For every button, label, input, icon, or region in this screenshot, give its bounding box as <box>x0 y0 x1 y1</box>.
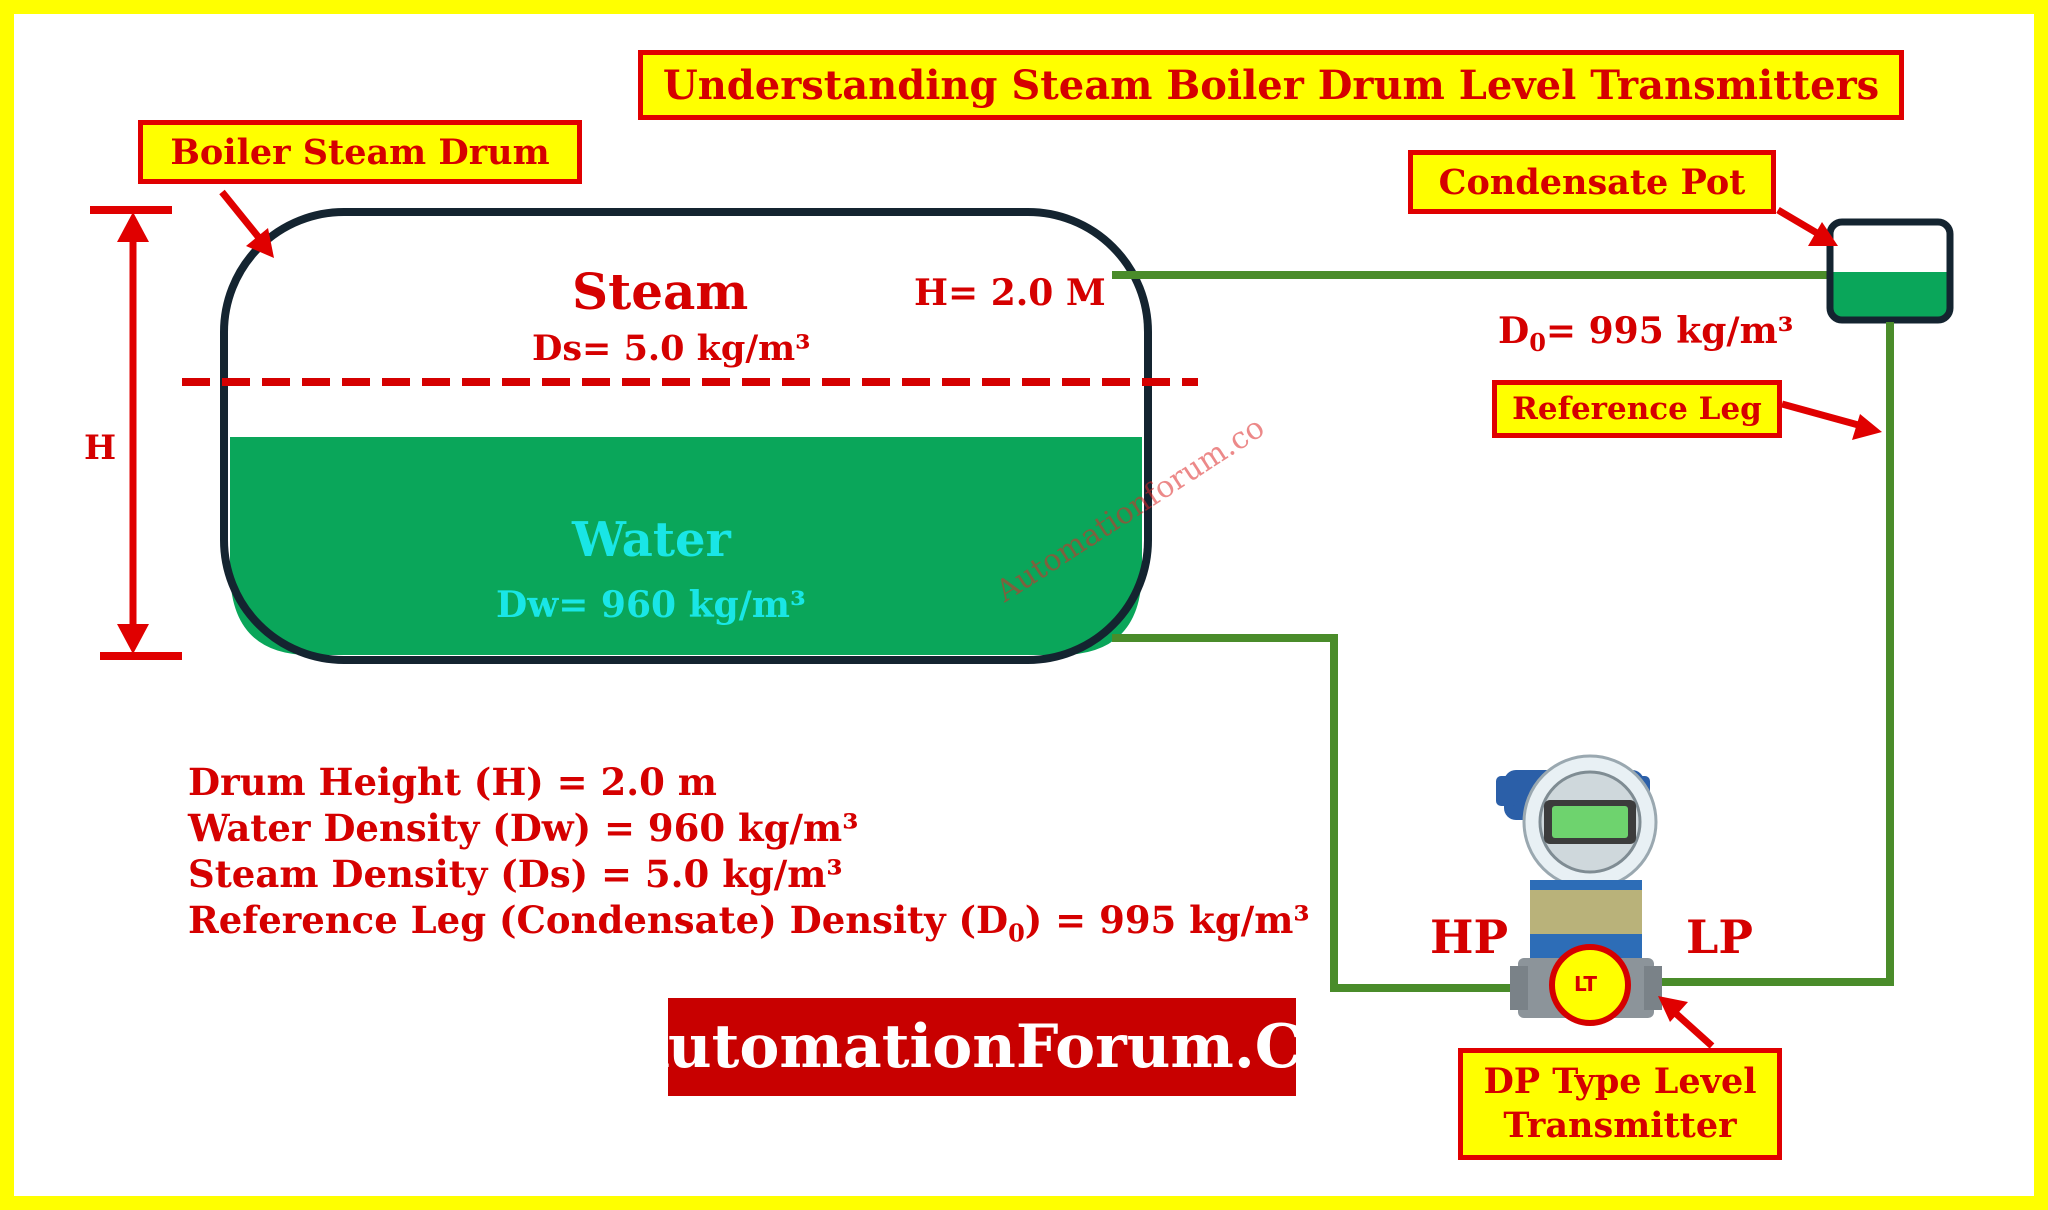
condensate-density-subscript: 0 <box>1529 328 1546 358</box>
lp-label: LP <box>1686 910 1753 964</box>
water-fill <box>230 437 1142 655</box>
height-axis-label: H <box>84 428 117 468</box>
reference-leg-label: Reference Leg <box>1492 380 1782 438</box>
reference-leg-text: Reference Leg <box>1512 391 1762 427</box>
water-density-label: Dw= 960 kg/m³ <box>496 584 806 626</box>
hp-pipe <box>1112 634 1540 992</box>
condensate-density-prefix: D <box>1498 310 1530 352</box>
spec-reference-density-prefix: Reference Leg (Condensate) Density (D <box>188 898 1009 942</box>
arrow-reference-leg <box>1781 400 1882 440</box>
water-label: Water <box>572 512 731 568</box>
drum-outline <box>220 208 1152 664</box>
drum-height-value: H= 2.0 M <box>914 272 1106 314</box>
arrow-boiler-drum <box>219 189 274 258</box>
height-arrow-down <box>117 624 149 654</box>
brand-banner: AutomationForum.Co <box>621 998 1343 1096</box>
height-arrow-up <box>117 212 149 242</box>
spec-reference-density-suffix: ) = 995 kg/m³ <box>1024 898 1310 942</box>
dp-transmitter-text-line1: DP Type Level <box>1483 1061 1757 1103</box>
reference-leg-pipe <box>1650 322 1894 986</box>
spec-reference-density-subscript: 0 <box>1008 918 1025 948</box>
page-title-text: Understanding Steam Boiler Drum Level Tr… <box>662 61 1880 109</box>
spec-reference-density: Reference Leg (Condensate) Density (D0) … <box>188 898 1310 947</box>
condensate-pot-text: Condensate Pot <box>1438 161 1746 203</box>
boiler-steam-drum-label: Boiler Steam Drum <box>138 120 582 184</box>
dp-transmitter-icon <box>1496 754 1662 1026</box>
page-title: Understanding Steam Boiler Drum Level Tr… <box>638 50 1904 120</box>
condensate-density-label: D0= 995 kg/m³ <box>1498 310 1793 357</box>
condensate-pot <box>1826 218 1954 324</box>
steam-density-label: Ds= 5.0 kg/m³ <box>532 328 811 369</box>
condensate-density-suffix: = 995 kg/m³ <box>1545 310 1794 352</box>
spec-water-density: Water Density (Dw) = 960 kg/m³ <box>188 806 859 850</box>
spec-steam-density: Steam Density (Ds) = 5.0 kg/m³ <box>188 852 843 896</box>
brand-text: AutomationForum.Co <box>621 1012 1343 1082</box>
condensate-pot-label: Condensate Pot <box>1408 150 1776 214</box>
steam-label: Steam <box>572 262 749 321</box>
arrow-condensate-pot <box>1776 206 1838 246</box>
condensate-fill <box>1832 272 1948 318</box>
lt-tag: LT <box>1574 972 1598 996</box>
dp-transmitter-text-line2: Transmitter <box>1503 1105 1737 1146</box>
boiler-steam-drum-text: Boiler Steam Drum <box>170 131 550 173</box>
hp-label: HP <box>1430 910 1509 964</box>
spec-drum-height: Drum Height (H) = 2.0 m <box>188 760 717 804</box>
dp-transmitter-label: DP Type Level Transmitter <box>1458 1048 1782 1160</box>
arrow-dp-transmitter <box>1658 996 1715 1049</box>
